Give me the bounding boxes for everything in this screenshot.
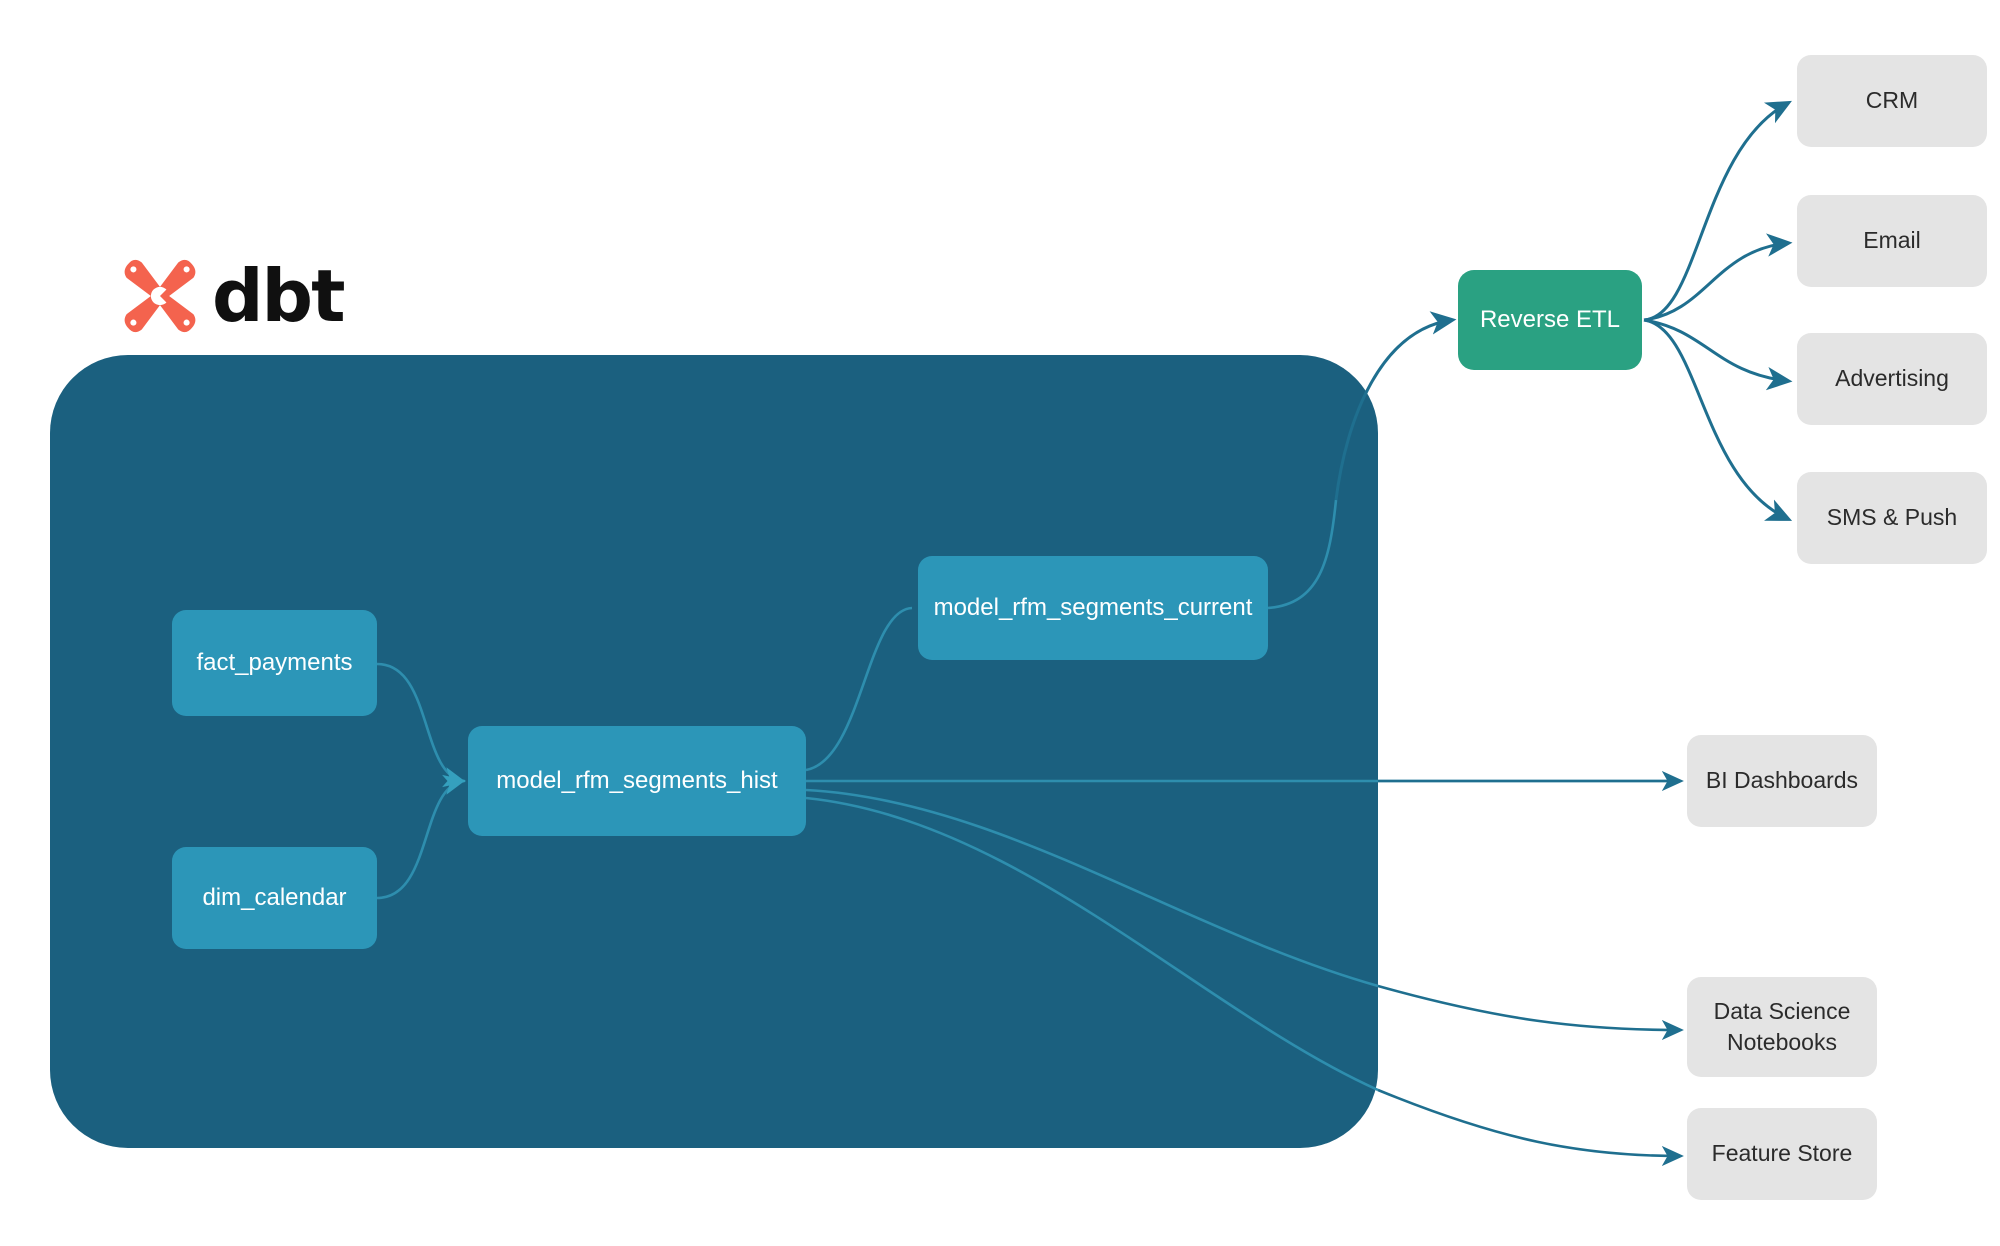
edge-retl-to-sms-push	[1643, 318, 1793, 521]
node-advertising-label: Advertising	[1835, 365, 1949, 392]
edge-fact-payments-to-hist	[376, 662, 466, 788]
node-data-science-notebooks-label: Data Science Notebooks	[1714, 996, 1851, 1058]
node-crm-label: CRM	[1865, 87, 1919, 114]
node-fact-payments[interactable]: fact_payments	[172, 610, 377, 716]
dbt-logo-text: dbt	[212, 254, 345, 338]
node-crm[interactable]: CRM	[1797, 55, 1987, 147]
node-dim-calendar-label: dim_calendar	[202, 884, 347, 911]
node-sms-push[interactable]: SMS & Push	[1797, 472, 1987, 564]
node-data-science-notebooks-line1: Data Science	[1713, 997, 1851, 1024]
node-reverse-etl[interactable]: Reverse ETL	[1458, 270, 1642, 370]
edge-retl-to-email	[1643, 233, 1793, 322]
node-fact-payments-label: fact_payments	[196, 649, 353, 676]
edge-current-to-reverse-etl	[1334, 311, 1457, 501]
edge-current-to-retl-inner	[1267, 499, 1338, 610]
node-dim-calendar[interactable]: dim_calendar	[172, 847, 377, 949]
node-model-rfm-segments-current-label: model_rfm_segments_current	[933, 594, 1253, 621]
node-feature-store-label: Feature Store	[1711, 1140, 1853, 1167]
node-email-label: Email	[1863, 227, 1921, 254]
node-feature-store[interactable]: Feature Store	[1687, 1108, 1877, 1200]
node-model-rfm-segments-hist[interactable]: model_rfm_segments_hist	[468, 726, 806, 836]
edge-dim-calendar-to-hist	[376, 774, 466, 900]
edge-hist-to-feature	[1377, 1088, 1684, 1167]
dbt-logo: dbt	[122, 254, 345, 338]
edge-hist-to-feature-inner	[805, 796, 1379, 1092]
node-reverse-etl-label: Reverse ETL	[1479, 306, 1621, 333]
node-model-rfm-segments-current[interactable]: model_rfm_segments_current	[918, 556, 1268, 660]
edge-hist-to-ds	[1377, 984, 1684, 1041]
node-advertising[interactable]: Advertising	[1797, 333, 1987, 425]
node-email[interactable]: Email	[1797, 195, 1987, 287]
edge-hist-to-ds-inner	[805, 788, 1379, 988]
edge-hist-to-current	[805, 606, 913, 772]
node-data-science-notebooks[interactable]: Data Science Notebooks	[1687, 977, 1877, 1077]
node-bi-dashboards-label: BI Dashboards	[1705, 767, 1859, 794]
node-data-science-notebooks-line2: Notebooks	[1727, 1029, 1837, 1055]
edge-retl-to-crm	[1643, 100, 1792, 322]
node-bi-dashboards[interactable]: BI Dashboards	[1687, 735, 1877, 827]
node-sms-push-label: SMS & Push	[1826, 504, 1958, 531]
edge-retl-to-advertising	[1643, 318, 1793, 391]
dbt-logo-icon	[124, 259, 196, 333]
node-model-rfm-segments-hist-label: model_rfm_segments_hist	[496, 767, 778, 794]
